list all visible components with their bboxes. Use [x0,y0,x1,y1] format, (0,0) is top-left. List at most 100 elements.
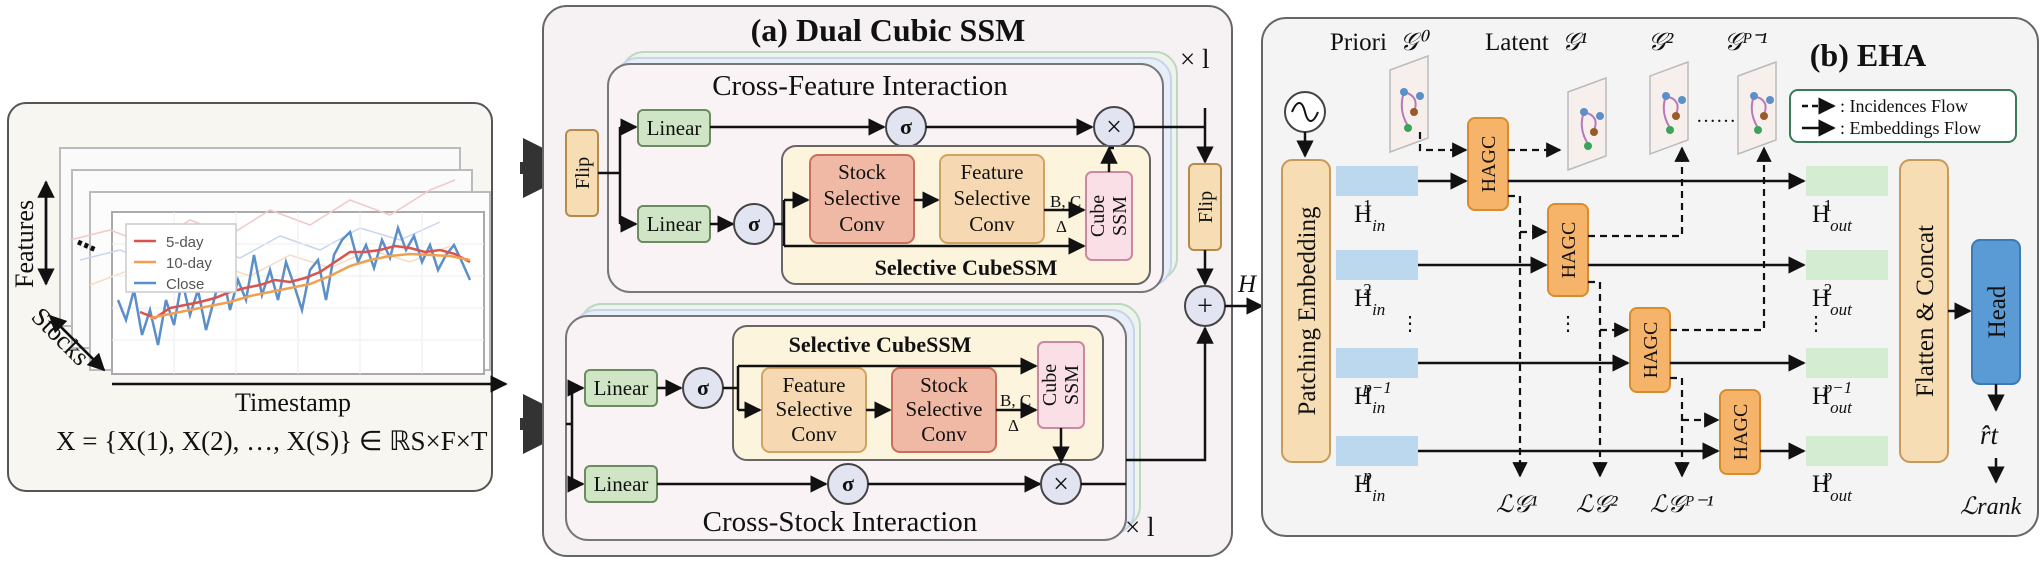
loss-g1: ℒ𝒢¹ [1496,492,1538,518]
head-label: Head [1984,285,2011,338]
feature-conv-top-l3: Conv [969,212,1015,236]
sigma-cf-top-label: σ [900,114,912,139]
feature-conv-top [939,154,1045,244]
priori-label: Priori [1330,29,1387,56]
bc-top: B, C [1050,192,1081,211]
stock-conv-top-l1: Stock [838,160,886,184]
loss-gp1: ℒ𝒢ᴾ⁻¹ [1650,492,1714,518]
flip-left-label: Flip [572,157,594,189]
axis-timestamp: Timestamp [235,388,351,417]
h-in-block-2 [1336,250,1418,280]
legend-close: Close [166,276,204,293]
cube-ssm-top-l1: Cube [1087,195,1109,237]
hagc-1-label: HAGC [1478,136,1500,193]
dual-cubic-ssm-panel: (a) Dual Cubic SSM × l Cross-Feature Int… [542,5,1264,557]
stock-conv-bottom-l2: Selective [906,397,983,421]
hagc-3 [1629,307,1671,393]
loss-g2: ℒ𝒢² [1576,492,1618,518]
sigma-cf-bottom-label: σ [748,211,760,236]
stock-conv-top-l2: Selective [824,186,901,210]
delta-top: Δ [1056,217,1067,236]
h-out-block-1 [1806,166,1888,196]
hagc-3-label: HAGC [1640,322,1662,379]
h-in-2: Hin2 [1354,280,1385,319]
h-in-1: Hin1 [1354,196,1385,235]
legend-embeddings: : Embeddings Flow [1840,118,1981,138]
feature-conv-bottom-l3: Conv [791,422,837,446]
hagc-4 [1719,389,1761,475]
hagc-2 [1547,203,1589,297]
r-hat: r̂t [1980,420,2000,450]
graph-dots: …… [1696,105,1736,127]
cross-feature-label: Cross-Feature Interaction [712,70,1008,102]
bc-bottom: B, C [1000,391,1031,410]
stock-conv-bottom-l3: Conv [921,422,967,446]
h-out-1: Hout1 [1812,196,1853,235]
delta-bottom: Δ [1008,416,1019,435]
h-in-p1: Hinp−1 [1354,378,1392,417]
vdots-mid: ⋮ [1558,313,1578,335]
input-panel: 5-day 10-day Close Features Stocks Times… [7,102,508,492]
graph-icon-p1 [1737,60,1777,156]
eha-legend [1789,89,2017,143]
close-line [116,223,472,346]
graph-label-2: 𝒢² [1648,29,1674,56]
feature-conv-top-l1: Feature [961,160,1024,184]
patching-embedding [1281,159,1331,463]
hagc-4-label: HAGC [1730,404,1752,461]
sigma-cs-bottom-label: σ [842,471,854,496]
selective-cubessm-bottom-label: Selective CubeSSM [789,332,972,357]
linear-cf-bottom-label: Linear [647,212,702,236]
input-formula: X = {X(1), X(2), …, X(S)} ∈ ℝS×F×T [56,426,488,456]
stock-conv-top-l3: Conv [839,212,885,236]
h-in-block-p1 [1336,348,1418,378]
linear-cf-top-label: Linear [647,116,702,140]
legend-10day: 10-day [166,255,212,272]
feature-conv-bottom-l2: Selective [776,397,853,421]
cross-stock-label: Cross-Stock Interaction [703,506,978,538]
legend-5day: 5-day [166,234,204,251]
multiply-cf-label: × [1106,112,1122,143]
graph-label-p1: 𝒢ᴾ⁻¹ [1724,29,1768,56]
panel-b-title: (b) EHA [1810,37,1926,73]
hagc-2-label: HAGC [1558,222,1580,279]
h-out-p1: Houtp−1 [1812,378,1853,417]
selective-cubessm-top-label: Selective CubeSSM [875,255,1058,280]
l-rank: ℒrank [1960,494,2022,520]
feature-conv-top-l2: Selective [954,186,1031,210]
flip-right-label: Flip [1195,191,1217,223]
eha-panel: (b) EHA Priori 𝒢⁰ Latent 𝒢¹ 𝒢² 𝒢ᴾ⁻¹ [1261,17,2039,537]
h-in-block-1 [1336,166,1418,196]
h-in-block-p [1336,436,1418,466]
sigma-cs-top-label: σ [697,375,709,400]
axis-features: Features [10,200,39,288]
h-in-p: Hinp [1354,466,1385,505]
graph-icon-1 [1567,76,1607,172]
patching-label: Patching Embedding [1294,206,1321,415]
h-label: H [1237,271,1258,298]
panel-a-title: (a) Dual Cubic SSM [751,12,1026,48]
h-out-block-2 [1806,250,1888,280]
multiply-cs-label: × [1053,469,1069,500]
five-day-line [139,244,471,320]
h-out-block-p [1806,436,1888,466]
h-out-2: Hout2 [1812,280,1853,319]
linear-cs-top-label: Linear [594,376,649,400]
latent-label: Latent [1485,29,1549,56]
legend-incidences: : Incidences Flow [1840,96,1968,116]
graph-label-1: 𝒢¹ [1562,29,1587,56]
times-l-top: × l [1180,44,1209,74]
cube-ssm-top-l2: SSM [1109,196,1131,236]
vdots-hin: ⋮ [1400,313,1420,335]
graph-icon-0 [1389,54,1429,154]
cube-ssm-bottom-l1: Cube [1039,364,1061,406]
flatten-label: Flatten & Concat [1912,225,1939,397]
hagc-1 [1467,117,1509,211]
vdots-hout: ⋮ [1806,313,1826,335]
stock-conv-bottom-l1: Stock [920,373,968,397]
ten-day-line [149,252,471,320]
graph-label-0: 𝒢⁰ [1400,29,1431,56]
times-l-bottom: × l [1125,512,1154,542]
h-out-block-p1 [1806,348,1888,378]
plus-label: + [1197,291,1213,322]
